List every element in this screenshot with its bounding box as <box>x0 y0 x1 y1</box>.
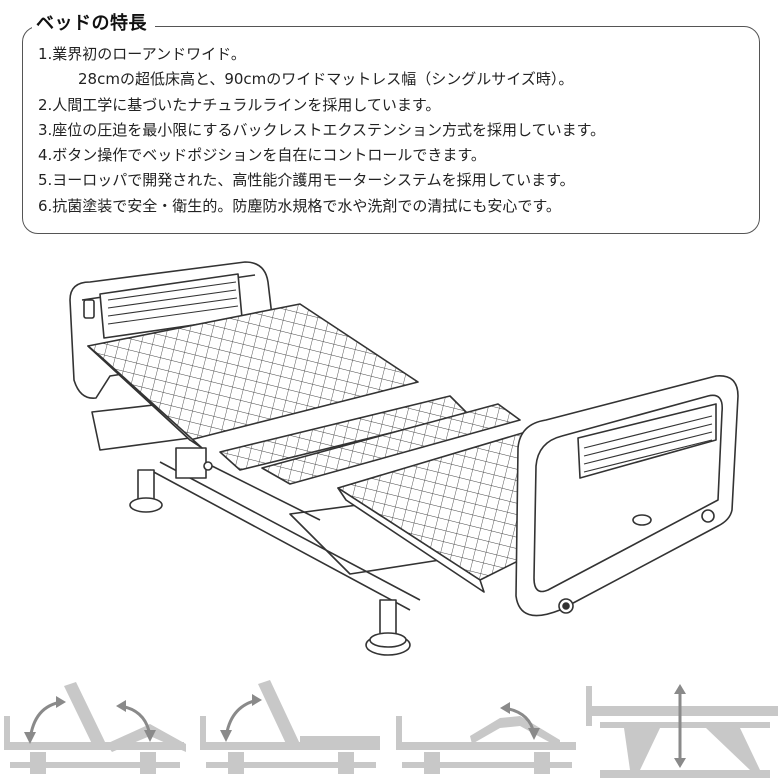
bed-positions-strip <box>4 680 778 778</box>
features-list: 1.業界初のローアンドワイド。 28cmの超低床高と、90cmのワイドマットレス… <box>38 42 605 219</box>
feature-item: 5.ヨーロッパで開発された、高性能介護用モーターシステムを採用しています。 <box>38 171 575 190</box>
feature-item: 4.ボタン操作でベッドポジションを自在にコントロールできます。 <box>38 146 486 165</box>
position-diagram-1 <box>4 682 186 774</box>
features-title: ベッドの特長 <box>32 9 155 35</box>
feature-item: 28cmの超低床高と、90cmのワイドマットレス幅（シングルサイズ時）。 <box>78 70 574 89</box>
position-diagram-2 <box>200 680 380 774</box>
feature-item: 6.抗菌塗装で安全・衛生的。防塵防水規格で水や洗剤での清拭にも安心です。 <box>38 196 561 215</box>
feature-item: 1.業界初のローアンドワイド。 <box>38 45 246 63</box>
feature-item: 3.座位の圧迫を最小限にするバックレストエクステンション方式を採用しています。 <box>38 120 606 139</box>
bed-illustration <box>69 261 739 656</box>
features-box <box>22 26 760 234</box>
footboard <box>515 375 739 617</box>
position-diagram-4 <box>586 686 778 778</box>
position-diagram-3 <box>396 716 576 774</box>
feature-item: 2.人間工学に基づいたナチュラルラインを採用しています。 <box>38 95 441 114</box>
